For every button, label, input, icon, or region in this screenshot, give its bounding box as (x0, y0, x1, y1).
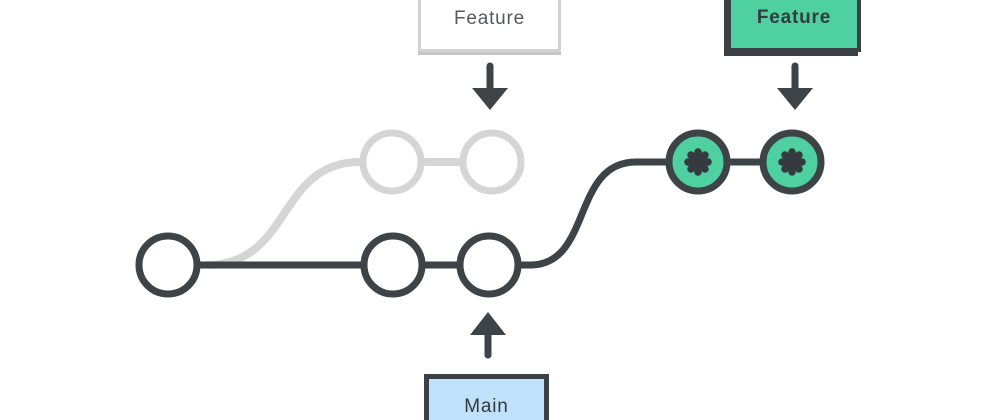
commit-main-1 (135, 232, 201, 298)
commit-feature-updated-1 (665, 129, 731, 195)
arrow-up-icon (470, 312, 506, 359)
feature-original-label: Feature (453, 8, 526, 29)
main-label-box: Main (424, 374, 549, 420)
commit-feature-updated-2 (759, 129, 825, 195)
feature-updated-label: Feature (756, 7, 832, 28)
branch-curve-feature-original (206, 158, 496, 269)
commit-feature-original-2 (459, 129, 525, 195)
main-label: Main (464, 396, 509, 417)
commit-feature-original-1 (359, 129, 425, 195)
asterisk-icon (778, 148, 806, 176)
feature-updated-label-box: Feature (727, 0, 861, 52)
arrow-down-icon (472, 62, 508, 110)
commit-main-2 (360, 232, 426, 298)
commit-main-3 (456, 232, 522, 298)
asterisk-icon (684, 148, 712, 176)
branch-curve-feature-updated (485, 158, 796, 269)
feature-original-label-box: Feature (418, 0, 561, 52)
arrow-down-icon (777, 62, 813, 110)
